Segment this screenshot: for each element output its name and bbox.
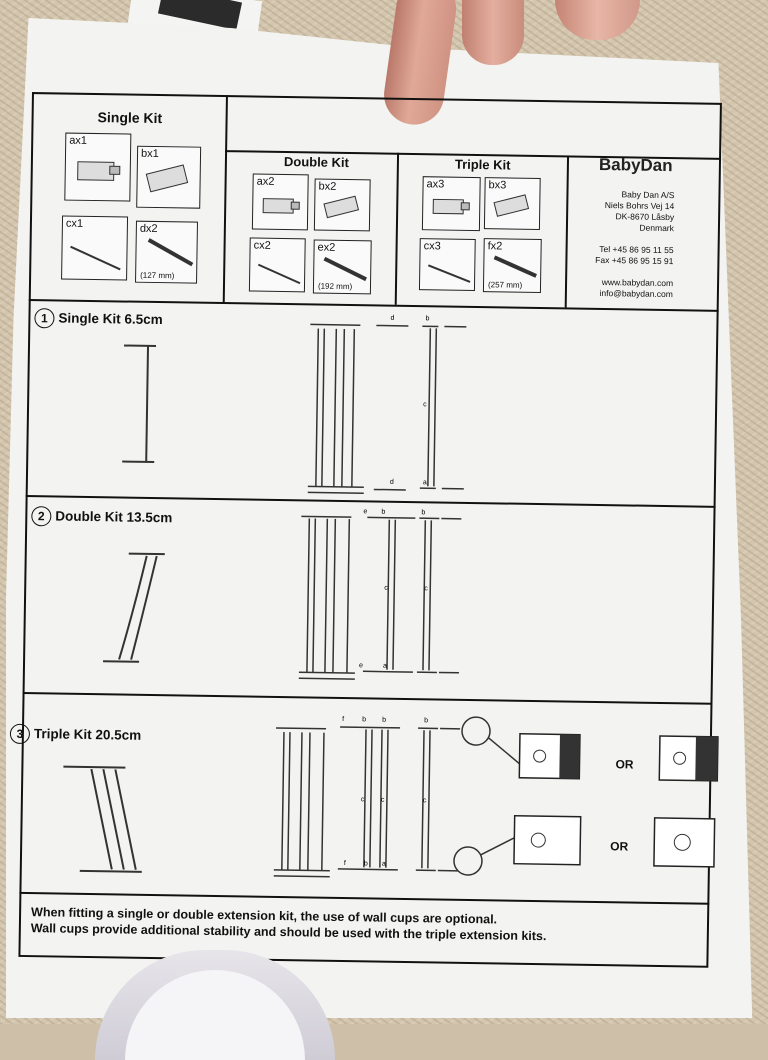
bracket-icon	[65, 134, 132, 203]
part-cx3: cx3	[419, 238, 476, 291]
diagram-letter: d	[390, 479, 394, 486]
single-kit-diagram: d b c d a	[24, 302, 727, 503]
diagram-letter: c	[423, 797, 427, 804]
part-dx2: dx2 (127 mm)	[135, 221, 198, 284]
company-fax: Fax +45 86 95 15 91	[533, 254, 673, 267]
diagram-letter: a	[423, 479, 427, 486]
diagram-letter: c	[361, 796, 365, 803]
diagram-letter: b	[382, 717, 386, 724]
diagram-letter: e	[363, 508, 367, 515]
part-dimension: (127 mm)	[140, 271, 174, 281]
diagram-letter: f	[342, 716, 344, 723]
shoe-inner	[125, 970, 305, 1060]
part-ax1: ax1	[64, 133, 131, 202]
diagram-letter: c	[424, 585, 428, 592]
part-bx1: bx1	[136, 146, 201, 209]
or-label: OR	[610, 839, 628, 853]
part-cx1: cx1	[61, 216, 128, 281]
diagram-letter: b	[424, 717, 428, 724]
double-kit-diagram: e b b c c e a	[21, 498, 724, 699]
diagram-letter: b	[381, 509, 385, 516]
part-cx2: cx2	[249, 237, 306, 292]
company-country: Denmark	[534, 221, 674, 234]
double-kit-title: Double Kit	[284, 154, 349, 170]
diagram-letter: b	[421, 509, 425, 516]
finger	[462, 0, 524, 65]
part-dimension: (257 mm)	[488, 280, 522, 290]
instruction-sheet: Single Kit ax1 bx1 cx1 dx2 (127 mm) Doub…	[16, 92, 730, 975]
diagram-letter: b	[364, 860, 368, 867]
diagram-letter: c	[423, 401, 427, 408]
diagram-letter: f	[344, 860, 346, 867]
diagram-letter: b	[362, 716, 366, 723]
triple-kit-title: Triple Kit	[455, 157, 511, 173]
part-ax3: ax3	[422, 176, 481, 231]
diagram-letter: a	[383, 663, 387, 670]
diagram-letter: b	[425, 315, 429, 322]
rod-icon	[250, 238, 307, 293]
part-ex2: ex2 (192 mm)	[313, 239, 372, 294]
company-email: info@babydan.com	[533, 287, 673, 300]
bracket-icon	[137, 147, 202, 210]
diagram-letter: a	[382, 861, 386, 868]
diagram-letter: c	[381, 797, 385, 804]
part-dimension: (192 mm)	[318, 282, 352, 292]
diagram-letter: c	[384, 585, 388, 592]
diagram-letter: e	[359, 662, 363, 669]
single-kit-title: Single Kit	[97, 109, 162, 126]
rod-icon	[420, 239, 477, 292]
babydan-logo: BabyDan	[599, 155, 673, 176]
triple-kit-diagram: f b b b c c c f b a	[17, 696, 720, 907]
company-address: Baby Dan A/S Niels Bohrs Vej 14 DK-8670 …	[527, 188, 675, 300]
bracket-icon	[423, 177, 482, 232]
rod-icon	[62, 217, 129, 282]
part-bx2: bx2	[314, 178, 371, 231]
diagram-letter: d	[390, 315, 394, 322]
bracket-icon	[253, 175, 310, 232]
or-label: OR	[615, 757, 633, 771]
bracket-icon	[315, 179, 372, 232]
part-ax2: ax2	[252, 174, 309, 231]
